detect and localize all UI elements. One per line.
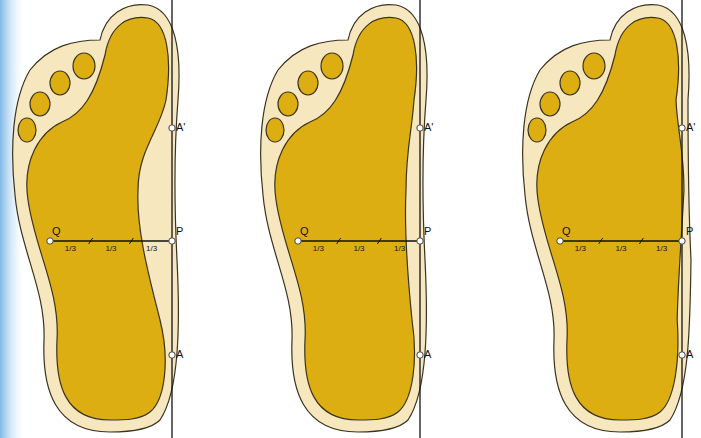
- point-label: P: [424, 226, 431, 237]
- point-marker: [557, 238, 563, 244]
- point-marker: [169, 238, 175, 244]
- third-tick: [639, 238, 643, 244]
- point-label: A': [424, 122, 433, 133]
- fraction-label: 1/3: [615, 245, 626, 253]
- point-marker: [417, 352, 423, 358]
- third-tick: [337, 238, 341, 244]
- fraction-label: 1/3: [353, 245, 364, 253]
- toe-print: [321, 53, 343, 79]
- point-label: A': [686, 122, 695, 133]
- point-marker: [417, 125, 423, 131]
- footprint-contact: [275, 17, 417, 420]
- third-tick: [129, 238, 133, 244]
- tangent-line: [681, 0, 682, 438]
- point-label: A: [176, 349, 183, 360]
- toe-print: [528, 118, 546, 142]
- toe-print: [73, 53, 95, 79]
- fraction-label: 1/3: [105, 245, 116, 253]
- point-label: Q: [300, 226, 309, 237]
- measure-lines: [557, 0, 685, 438]
- toe-print: [298, 71, 318, 95]
- foot-outline: [13, 5, 179, 432]
- point-label: Q: [562, 226, 571, 237]
- point-label: A: [686, 349, 693, 360]
- width-line: [298, 240, 420, 241]
- toe-print: [278, 92, 298, 116]
- point-label: Q: [52, 226, 61, 237]
- point-marker: [169, 125, 175, 131]
- toe-print: [18, 118, 36, 142]
- point-label: P: [686, 226, 693, 237]
- measure-lines: [47, 0, 175, 438]
- fraction-label: 1/3: [575, 245, 586, 253]
- foot-outline: [261, 5, 427, 432]
- toe-print: [50, 71, 70, 95]
- third-tick: [599, 238, 603, 244]
- point-marker: [417, 238, 423, 244]
- fraction-label: 1/3: [65, 245, 76, 253]
- toe-print: [266, 118, 284, 142]
- point-label: P: [176, 226, 183, 237]
- width-line: [50, 240, 172, 241]
- toe-print: [30, 92, 50, 116]
- third-tick: [89, 238, 93, 244]
- width-line: [560, 240, 682, 241]
- point-marker: [47, 238, 53, 244]
- toe-print: [560, 71, 580, 95]
- foot-outline: [523, 5, 691, 432]
- footprint-contact: [537, 17, 684, 420]
- point-marker: [679, 238, 685, 244]
- point-marker: [169, 352, 175, 358]
- point-label: A: [424, 349, 431, 360]
- point-marker: [679, 352, 685, 358]
- tangent-line: [171, 0, 172, 438]
- toe-print: [583, 53, 605, 79]
- measure-lines: [295, 0, 423, 438]
- third-tick: [377, 238, 381, 244]
- tangent-line: [419, 0, 420, 438]
- foot-outline: [13, 5, 179, 432]
- footprint-contact: [27, 17, 169, 420]
- fraction-label: 1/3: [313, 245, 324, 253]
- fraction-label: 1/3: [146, 245, 157, 253]
- foot-outline: [523, 5, 691, 432]
- toe-print: [540, 92, 560, 116]
- point-label: A': [176, 122, 185, 133]
- point-marker: [679, 125, 685, 131]
- fraction-label: 1/3: [394, 245, 405, 253]
- point-marker: [295, 238, 301, 244]
- fraction-label: 1/3: [656, 245, 667, 253]
- foot-outline: [261, 5, 427, 432]
